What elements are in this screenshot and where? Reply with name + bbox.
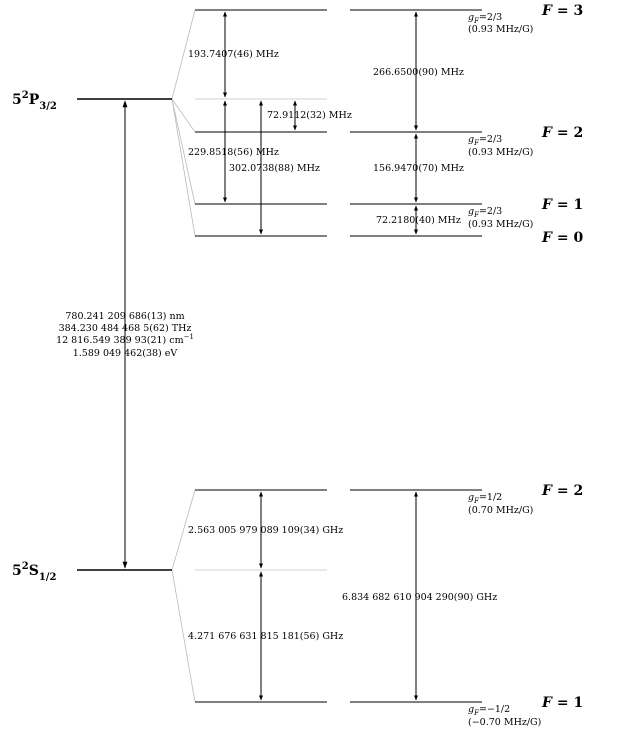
- f-label-excited-0: F = 0: [541, 230, 583, 246]
- g-factor-excited-3: gF=2/3: [468, 12, 502, 25]
- f-label-excited-1: F = 1: [541, 197, 583, 213]
- offset-label-f1: 229.8518(56) MHz: [188, 147, 279, 158]
- ground-offset-label-f2: 2.563 005 979 089 109(34) GHz: [188, 525, 343, 536]
- transition-energy: 1.589 049 462(38) eV: [73, 348, 178, 359]
- zeeman-ground-2: (0.70 MHz/G): [468, 505, 533, 516]
- splitting-label-f3-f2: 266.6500(90) MHz: [373, 67, 464, 78]
- zeeman-excited-2: (0.93 MHz/G): [468, 147, 533, 158]
- offset-label-f3: 193.7407(46) MHz: [188, 49, 279, 60]
- excited-fan-lines: [171, 9, 196, 237]
- transition-frequency: 384.230 484 468 5(62) THz: [59, 323, 192, 334]
- splitting-label-f2-f1: 156.9470(70) MHz: [373, 163, 464, 174]
- splitting-label-f1-f0: 72.2180(40) MHz: [376, 215, 461, 226]
- f-label-excited-3: F = 3: [541, 3, 583, 19]
- excited-state-label: 52P3/2: [12, 90, 57, 112]
- transition-values: 780.241 209 686(13) nm 384.230 484 468 5…: [56, 311, 194, 359]
- g-factor-ground-1: gF=−1/2: [468, 704, 510, 717]
- g-factor-ground-2: gF=1/2: [468, 492, 502, 505]
- f-label-excited-2: F = 2: [541, 125, 583, 141]
- ground-fan-lines: [171, 489, 196, 703]
- transition-wavenumber: 12 816.549 389 93(21) cm−1: [56, 333, 194, 346]
- g-factor-excited-1: gF=2/3: [468, 206, 502, 219]
- offset-label-f2: 72.9112(32) MHz: [267, 110, 352, 121]
- ground-splitting-label: 6.834 682 610 904 290(90) GHz: [342, 592, 497, 603]
- f-label-ground-2: F = 2: [541, 483, 583, 499]
- offset-label-f0: 302.0738(88) MHz: [229, 163, 320, 174]
- g-factor-excited-2: gF=2/3: [468, 134, 502, 147]
- zeeman-ground-1: (−0.70 MHz/G): [468, 717, 541, 728]
- zeeman-excited-1: (0.93 MHz/G): [468, 219, 533, 230]
- zeeman-excited-3: (0.93 MHz/G): [468, 24, 533, 35]
- transition-wavelength: 780.241 209 686(13) nm: [65, 311, 184, 322]
- ground-offset-label-f1: 4.271 676 631 815 181(56) GHz: [188, 631, 343, 642]
- f-label-ground-1: F = 1: [541, 695, 583, 711]
- ground-state-label: 52S1/2: [12, 561, 56, 583]
